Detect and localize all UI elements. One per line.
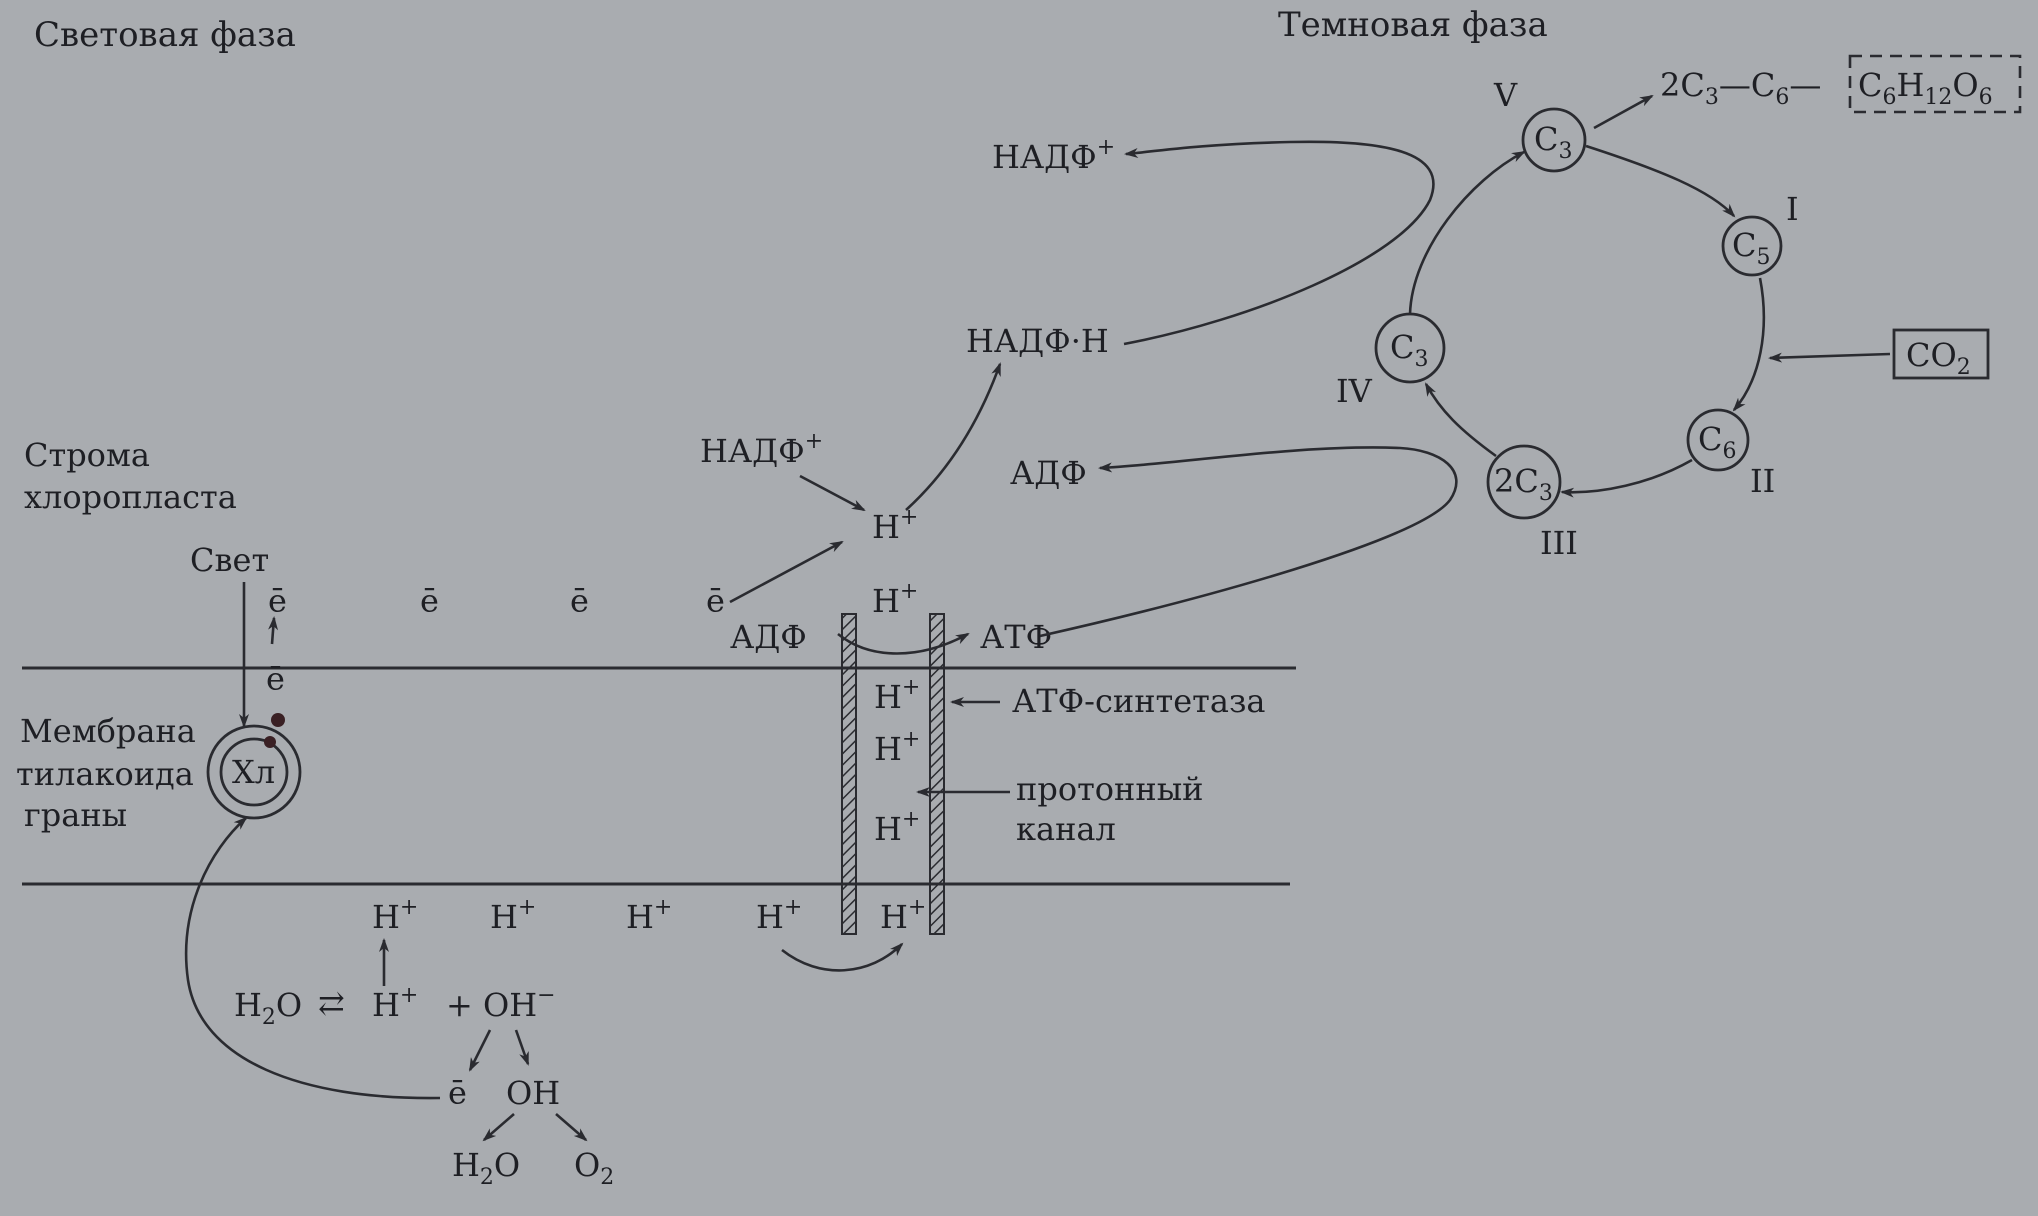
hplus-lumen-5: Н+	[880, 895, 926, 936]
cycle-numeral-iv: IV	[1336, 372, 1373, 410]
hydroxide-to-oh-arrow	[514, 1029, 530, 1066]
water-formula: Н2О	[234, 986, 302, 1030]
proton-channel-label-line2: канал	[1016, 810, 1116, 848]
proton-channel-wall-left	[841, 613, 857, 935]
hplus-lumen-3: Н+	[626, 895, 672, 936]
hplus-channel-3: Н+	[874, 807, 920, 848]
chlorophyll-label: Хл	[232, 753, 275, 791]
cycle-arrow-iv-to-v	[1408, 150, 1526, 315]
chlorophyll-outer-circle	[206, 724, 302, 820]
hplus-lumen-1: Н+	[372, 895, 418, 936]
cycle-node-ii-label: С6	[1698, 420, 1736, 464]
hplus-lumen-4: Н+	[756, 895, 802, 936]
electron-top-1: ē	[268, 582, 287, 620]
adp-label-synthase: АДФ	[730, 618, 807, 656]
atp-synthase-label: АТФ-синтетаза	[1012, 682, 1265, 720]
electron-up-arrow	[268, 616, 279, 645]
hplus-stroma-label: Н+	[872, 505, 918, 546]
cycle-arrow-i-to-ii	[1732, 277, 1766, 412]
hplus-above-channel: Н+	[872, 579, 918, 620]
electron-excited: ē	[266, 660, 285, 698]
co2-arrow	[1768, 352, 1891, 363]
stroma-label-line1: Строма	[24, 436, 150, 474]
electron-top-2: ē	[420, 582, 439, 620]
electron-top-4: ē	[706, 582, 725, 620]
cycle-node-iii-label: 2С3	[1494, 462, 1553, 506]
nadp-plus-lower-label: НАДФ+	[700, 429, 823, 470]
cycle-numeral-ii: II	[1750, 462, 1775, 500]
electron-to-hplus-arrow	[729, 540, 844, 604]
cycle-node-v-label: С3	[1534, 120, 1572, 164]
electron-from-water: ē	[448, 1074, 467, 1112]
adp-to-atp-arrow	[837, 632, 970, 655]
glucose-formula: С6Н12О6	[1858, 66, 1993, 110]
stroma-label-line2: хлоропласта	[24, 478, 237, 516]
cycle-node-v	[1521, 107, 1587, 173]
electron-top-3: ē	[570, 582, 589, 620]
membrane-label-line2: тилакоида	[16, 755, 194, 793]
cycle-numeral-v: V	[1493, 76, 1518, 114]
hydroxide-to-electron-arrow	[468, 1029, 492, 1072]
oh-radical: ОН	[506, 1074, 560, 1112]
atp-to-cycle-arrow	[1039, 446, 1458, 638]
cycle-node-i	[1721, 215, 1783, 277]
nadp-to-hplus-arrow	[799, 474, 866, 512]
equilibrium-symbol: ⇄	[318, 984, 345, 1022]
nadp-plus-upper-label: НАДФ+	[992, 135, 1115, 176]
co2-box	[1892, 328, 1990, 380]
dark-phase-heading: Темновая фаза	[1278, 5, 1548, 45]
water-product: Н2О	[452, 1146, 520, 1190]
cycle-node-iv-label: С3	[1390, 328, 1428, 372]
light-phase-heading: Световая фаза	[34, 15, 296, 55]
atp-label-synthase: АТФ	[980, 618, 1052, 656]
chlorophyll-inner-circle	[219, 737, 289, 807]
hplus-channel-1: Н+	[874, 675, 920, 716]
water-hplus: Н+	[372, 983, 418, 1024]
product-chain: 2С3—С6—	[1660, 66, 1821, 110]
cycle-numeral-iii: III	[1540, 524, 1578, 562]
lumen-to-channel-arrow	[781, 942, 904, 972]
proton-channel-label-line1: протонный	[1016, 770, 1204, 808]
hydroxide-ion: + ОН−	[446, 983, 556, 1024]
cycle-arrow-ii-to-iii	[1560, 458, 1693, 498]
proton-channel-wall-right	[929, 613, 945, 935]
membrane-label-line3: граны	[24, 796, 127, 834]
hplus-lumen-2: Н+	[490, 895, 536, 936]
cycle-node-i-label: С5	[1732, 226, 1770, 270]
nadph-label: НАДФ·Н	[966, 322, 1109, 360]
cycle-arrow-iii-to-iv	[1424, 382, 1497, 458]
oh-to-water-arrow	[482, 1113, 515, 1142]
oh-to-oxygen-arrow	[555, 1113, 588, 1142]
adp-label-cycle: АДФ	[1010, 454, 1087, 492]
electron-return-arrow	[184, 816, 441, 1100]
glucose-box	[1848, 54, 2022, 114]
hplus-to-nadph-arrow	[905, 362, 1002, 511]
oxygen-product: О2	[574, 1146, 614, 1190]
membrane-label-line1: Мембрана	[20, 712, 196, 750]
electron-dot-1	[271, 713, 285, 727]
cycle-node-ii	[1686, 408, 1750, 472]
light-label: Свет	[190, 541, 269, 579]
cycle-arrow-v-to-i	[1585, 144, 1736, 218]
calvin-cycle: С3 V С5 I С6 II 2С3 III С3 IV СО2 2С3—С6…	[1336, 54, 2022, 562]
cycle-node-iii	[1486, 444, 1562, 520]
co2-label: СО2	[1906, 336, 1971, 380]
nadph-to-cycle-arrow	[1123, 140, 1435, 346]
product-arrow	[1593, 94, 1654, 130]
electron-dot-2	[264, 736, 276, 748]
cycle-numeral-i: I	[1786, 190, 1799, 228]
hplus-channel-2: Н+	[874, 727, 920, 768]
